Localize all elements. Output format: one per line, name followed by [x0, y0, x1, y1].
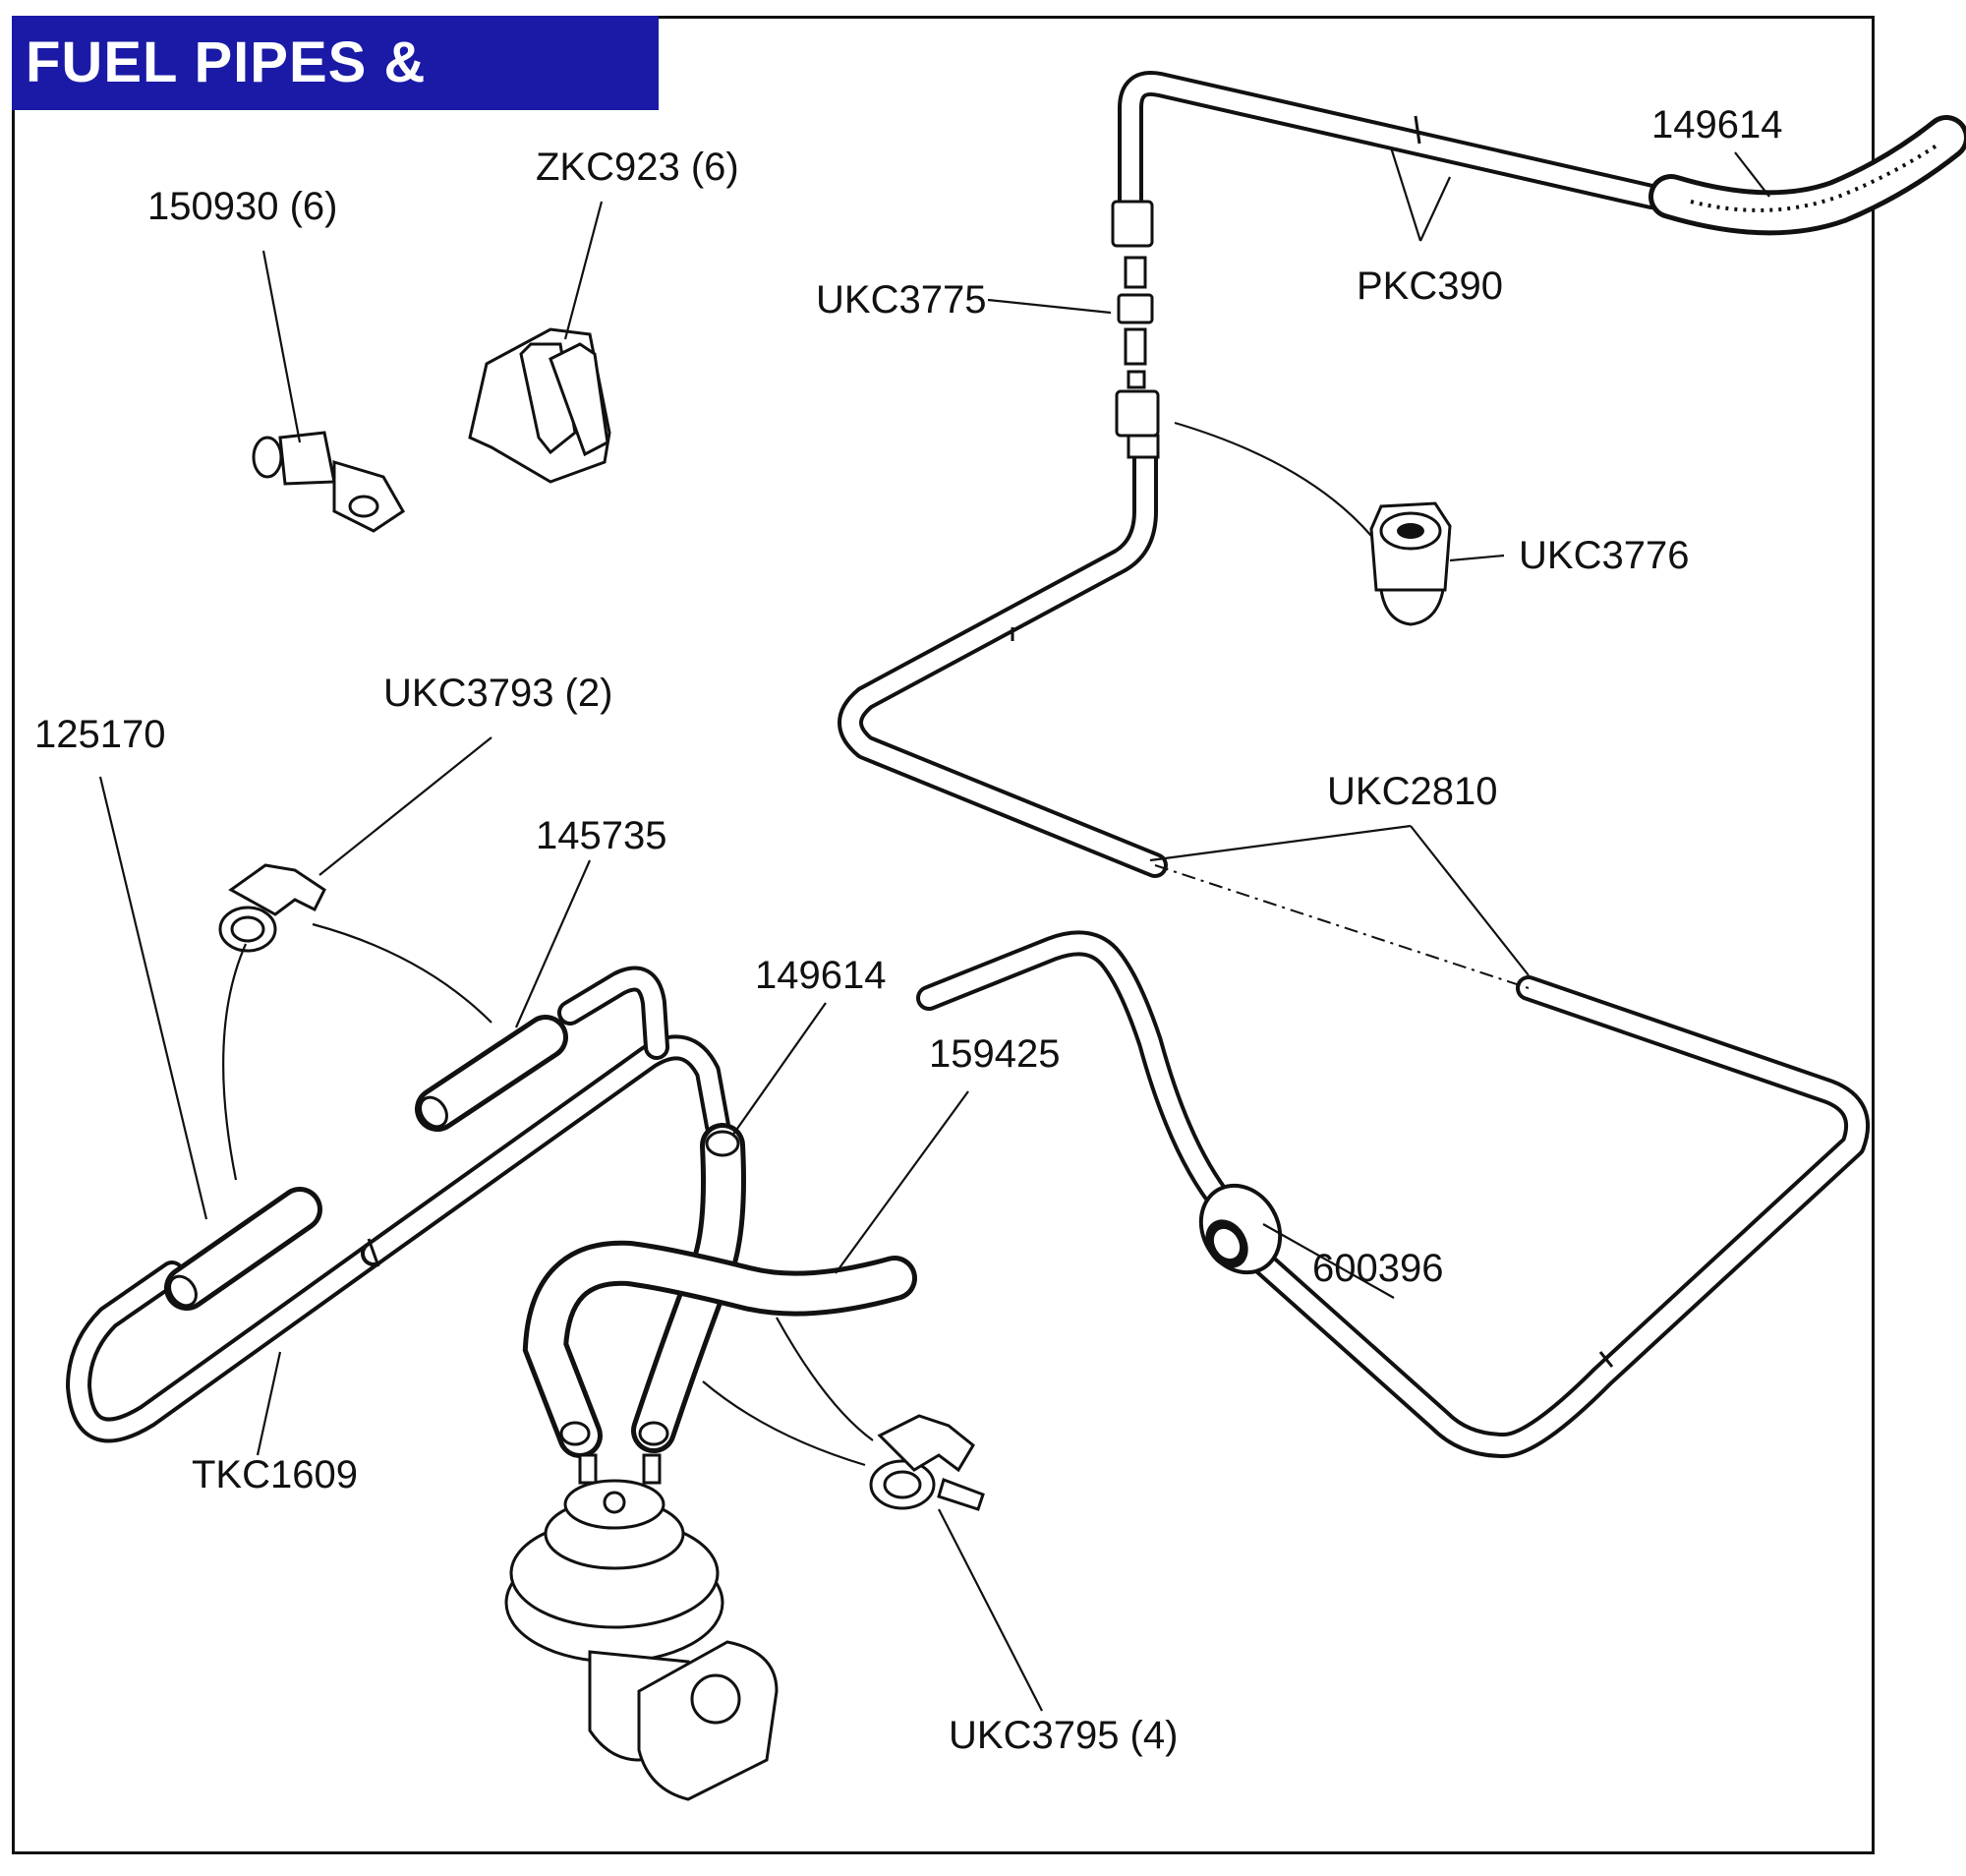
label-pkc390: PKC390	[1357, 264, 1503, 308]
label-zkc923: ZKC923 (6)	[536, 146, 739, 189]
label-149614-top: 149614	[1651, 103, 1782, 147]
label-145735: 145735	[536, 814, 666, 857]
leader-lines	[98, 147, 1770, 1712]
grommet	[1198, 1183, 1283, 1275]
label-125170: 125170	[34, 713, 165, 756]
bracket-clip	[468, 327, 611, 484]
fuel-pump	[504, 1453, 779, 1801]
label-ukc3793: UKC3793 (2)	[383, 672, 612, 715]
part-labels: 150930 (6) ZKC923 (6) UKC3775 PKC390 149…	[34, 103, 1782, 1757]
pump-hoses	[522, 1123, 917, 1458]
hose-145735	[415, 1015, 568, 1132]
diagram-title: FUEL PIPES & FITTINGS	[12, 16, 659, 189]
label-ukc3795: UKC3795 (4)	[949, 1714, 1178, 1757]
stud-clip	[252, 431, 405, 533]
clip-ukc3795	[869, 1414, 985, 1511]
union-fitting	[1111, 200, 1160, 459]
label-ukc3775: UKC3775	[816, 278, 986, 322]
label-149614-mid: 149614	[755, 954, 886, 997]
hose-top	[1648, 115, 1966, 236]
left-fuel-pipe	[66, 966, 730, 1443]
clip-ukc3793	[218, 863, 326, 953]
label-ukc3776: UKC3776	[1519, 534, 1689, 577]
label-600396: 600396	[1312, 1247, 1443, 1290]
tube-nut	[1369, 501, 1452, 626]
label-150930: 150930 (6)	[147, 185, 337, 228]
diagram-frame	[12, 16, 1875, 1854]
label-tkc1609: TKC1609	[192, 1453, 358, 1496]
hose-125170	[164, 1187, 322, 1311]
main-fuel-pipe	[838, 71, 1870, 1458]
label-ukc2810: UKC2810	[1327, 770, 1497, 813]
label-159425: 159425	[929, 1032, 1060, 1076]
